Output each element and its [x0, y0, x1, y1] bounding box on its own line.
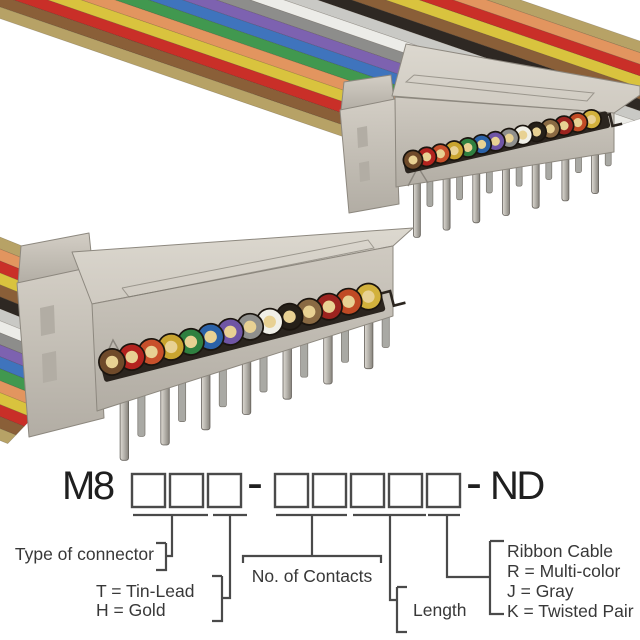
digit-box: [387, 472, 424, 509]
label-length: Length: [413, 600, 467, 620]
callout-plating: [212, 513, 247, 623]
digit-box: [425, 472, 462, 509]
pin: [472, 167, 481, 224]
photo-layer: [0, 0, 640, 461]
pin: [502, 163, 510, 216]
label-ribbon-gray: J = Gray: [507, 581, 574, 601]
label-type-of-connector: Type of connector: [14, 544, 154, 564]
label-ribbon-twisted-pair: K = Twisted Pair: [507, 601, 634, 621]
part-suffix: ND: [490, 464, 545, 508]
label-plating-gold: H = Gold: [96, 600, 166, 620]
label-ribbon-cable: Ribbon Cable: [507, 541, 614, 561]
callout-contacts: [241, 513, 383, 563]
pin: [531, 158, 540, 209]
pin: [412, 176, 421, 238]
digit-box: [349, 472, 386, 509]
digit-box: [168, 472, 205, 509]
label-plating-tin-lead: T = Tin-Lead: [96, 581, 195, 601]
part-prefix: M8: [62, 464, 115, 508]
part-separator-1: -: [247, 457, 263, 510]
connector-lower: [16, 227, 414, 461]
pin: [561, 154, 570, 202]
label-no-of-contacts: No. of Contacts: [251, 566, 373, 586]
digit-box: [206, 472, 243, 509]
contact-row: [98, 282, 406, 382]
part-number-diagram: [130, 472, 504, 634]
digit-box: [273, 472, 310, 509]
contact-row: [402, 109, 623, 174]
connector-upper: [339, 43, 640, 238]
callout-type-of-connector: [133, 513, 208, 572]
digit-box: [311, 472, 348, 509]
part-number-boxes: [130, 472, 462, 509]
pin: [442, 171, 451, 231]
callout-length: [353, 513, 426, 634]
digit-box: [130, 472, 167, 509]
callout-ribbon: [428, 513, 504, 616]
label-ribbon-multicolor: R = Multi-color: [507, 561, 621, 581]
pin: [591, 149, 599, 194]
part-separator-2: -: [466, 457, 482, 510]
